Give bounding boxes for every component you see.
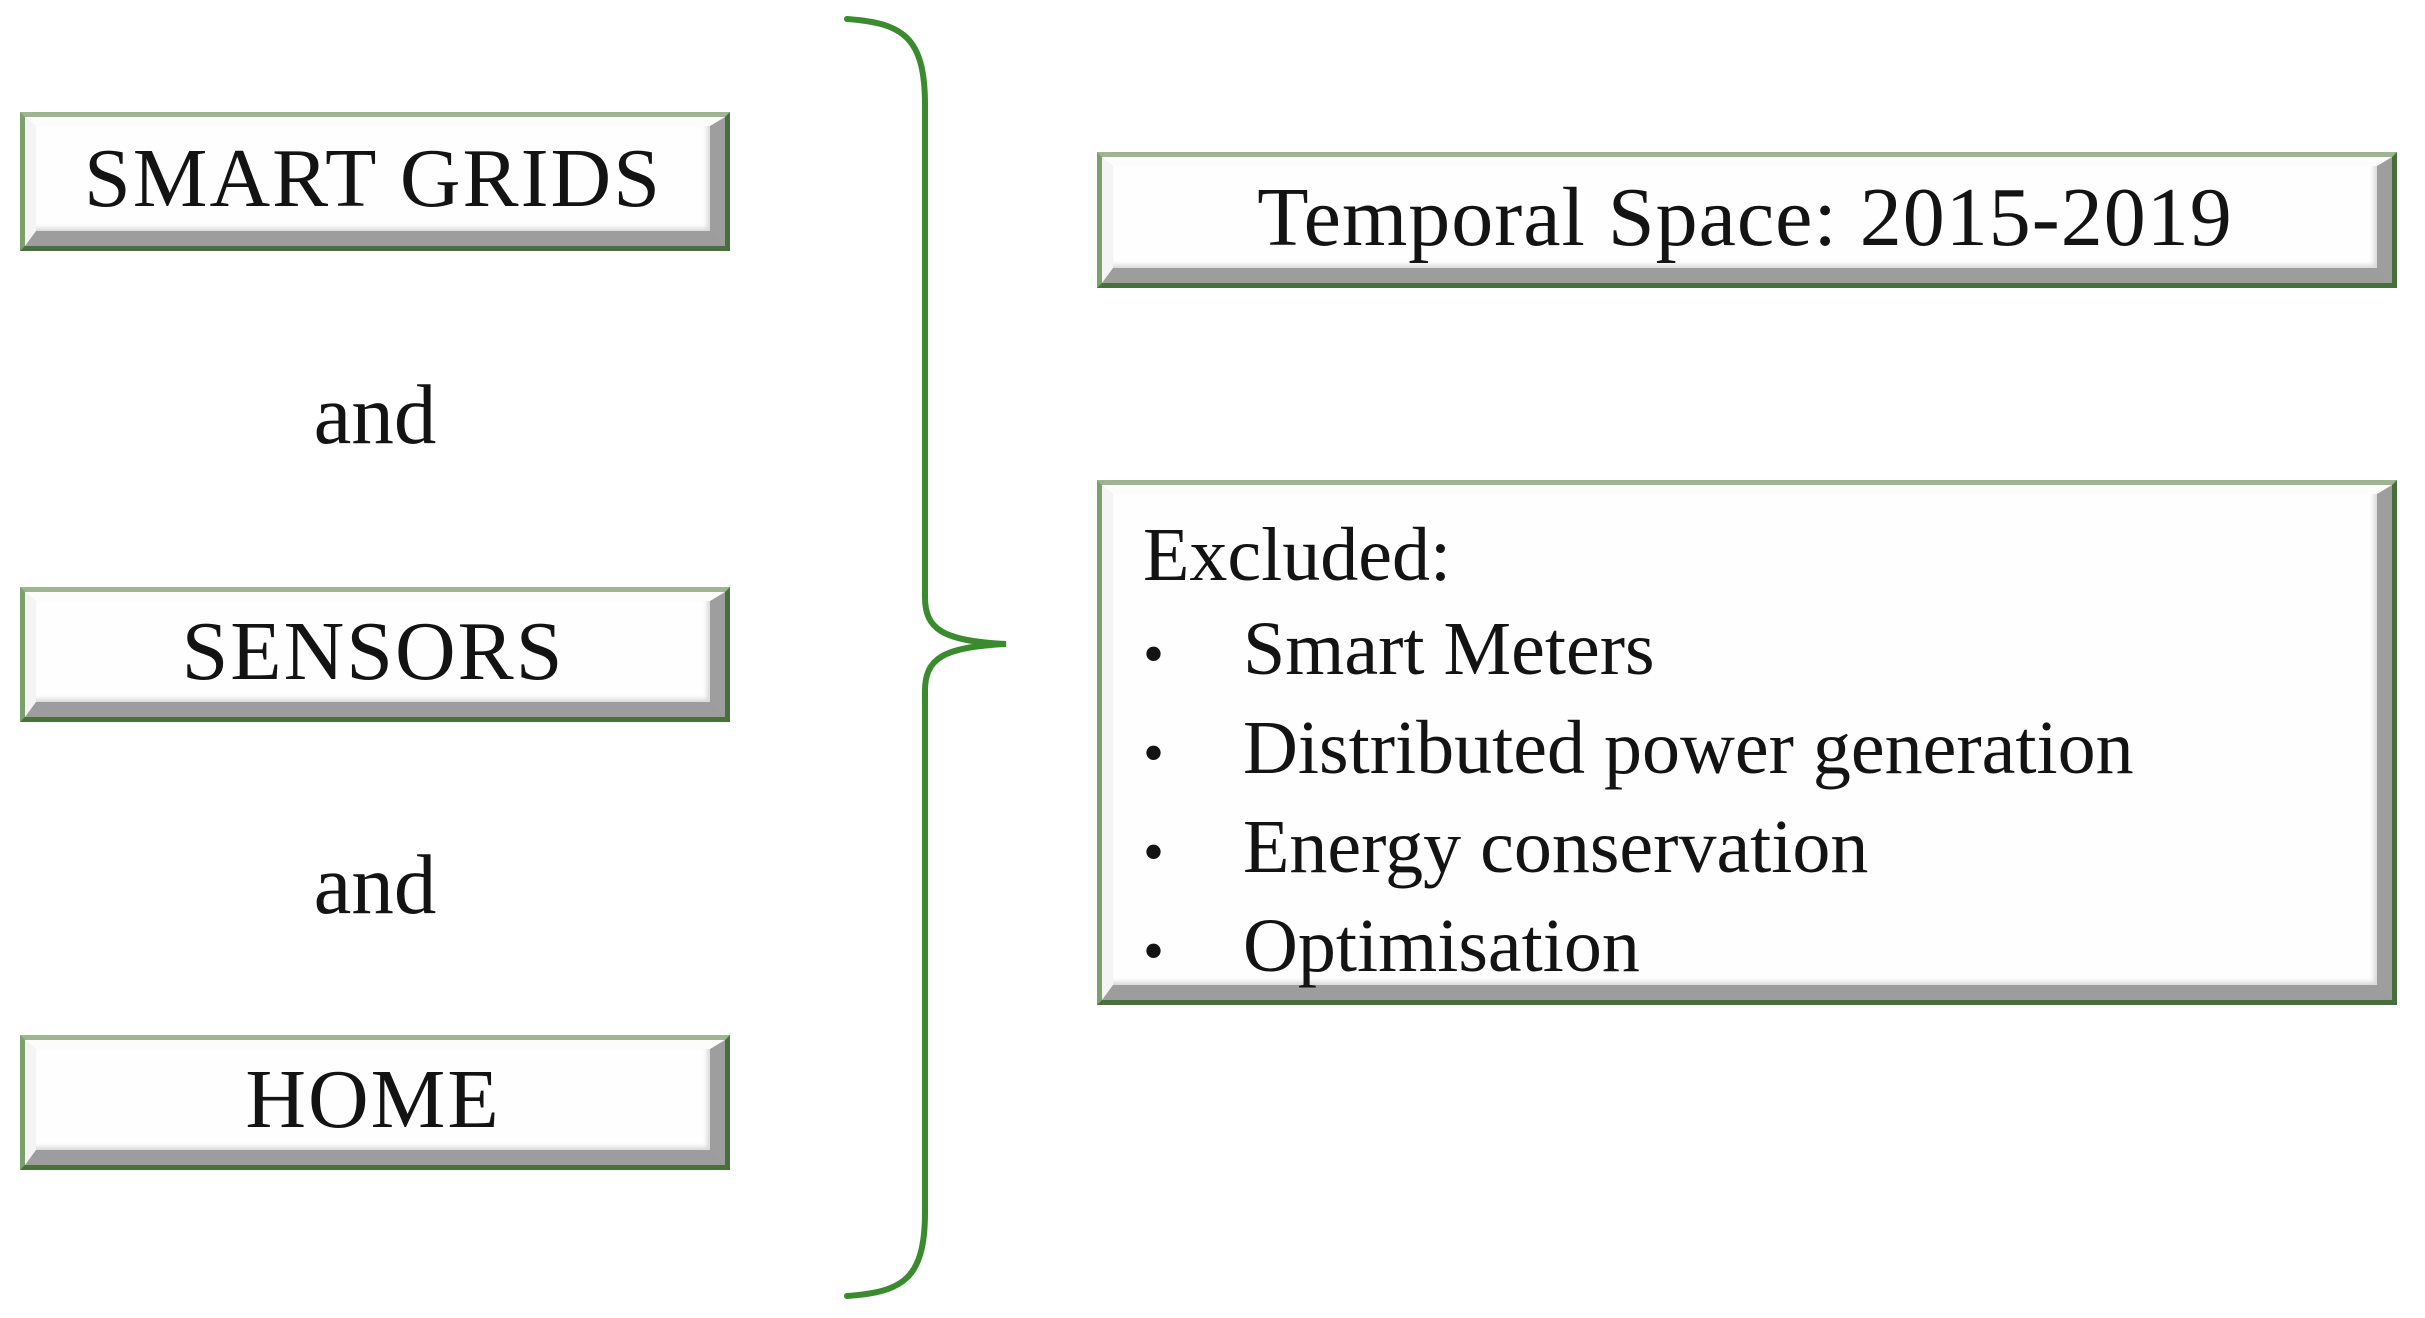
keyword-box-smart-grids-face: SMART GRIDS bbox=[25, 117, 725, 246]
excluded-item-row: • Smart Meters bbox=[1143, 602, 1655, 701]
connector-and-2: and bbox=[313, 838, 437, 932]
excluded-item-row: • Energy conservation bbox=[1143, 800, 1868, 899]
keyword-label-sensors: SENSORS bbox=[181, 605, 565, 698]
excluded-item-energy-conservation: Energy conservation bbox=[1243, 805, 1869, 889]
keyword-label-smart-grids: SMART GRIDS bbox=[84, 132, 662, 225]
bullet-icon: • bbox=[1143, 819, 1165, 885]
excluded-item-optimisation: Optimisation bbox=[1243, 904, 1640, 988]
temporal-space-box: Temporal Space: 2015-2019 bbox=[1097, 152, 2397, 288]
keyword-label-home: HOME bbox=[245, 1053, 501, 1146]
excluded-item-row: • Distributed power generation bbox=[1143, 701, 2134, 800]
excluded-box-face: Excluded: • Smart Meters • Distributed p… bbox=[1102, 485, 2392, 1000]
bullet-icon: • bbox=[1143, 918, 1165, 984]
keyword-box-sensors-face: SENSORS bbox=[25, 592, 725, 717]
keyword-box-home: HOME bbox=[20, 1035, 730, 1170]
temporal-space-label: Temporal Space: 2015-2019 bbox=[1257, 170, 2233, 264]
excluded-item-row: • Optimisation bbox=[1143, 899, 1640, 998]
temporal-space-box-face: Temporal Space: 2015-2019 bbox=[1102, 157, 2392, 283]
excluded-box: Excluded: • Smart Meters • Distributed p… bbox=[1097, 480, 2397, 1005]
keyword-box-sensors: SENSORS bbox=[20, 587, 730, 722]
excluded-heading: Excluded: bbox=[1143, 513, 1452, 597]
excluded-item-smart-meters: Smart Meters bbox=[1243, 607, 1655, 691]
keyword-box-home-face: HOME bbox=[25, 1040, 725, 1165]
bullet-icon: • bbox=[1143, 621, 1165, 687]
bullet-icon: • bbox=[1143, 720, 1165, 786]
connector-and-1: and bbox=[313, 368, 437, 462]
keyword-box-smart-grids: SMART GRIDS bbox=[20, 112, 730, 251]
grouping-brace-path bbox=[844, 16, 1007, 1299]
excluded-item-distributed-power-generation: Distributed power generation bbox=[1243, 706, 2134, 790]
